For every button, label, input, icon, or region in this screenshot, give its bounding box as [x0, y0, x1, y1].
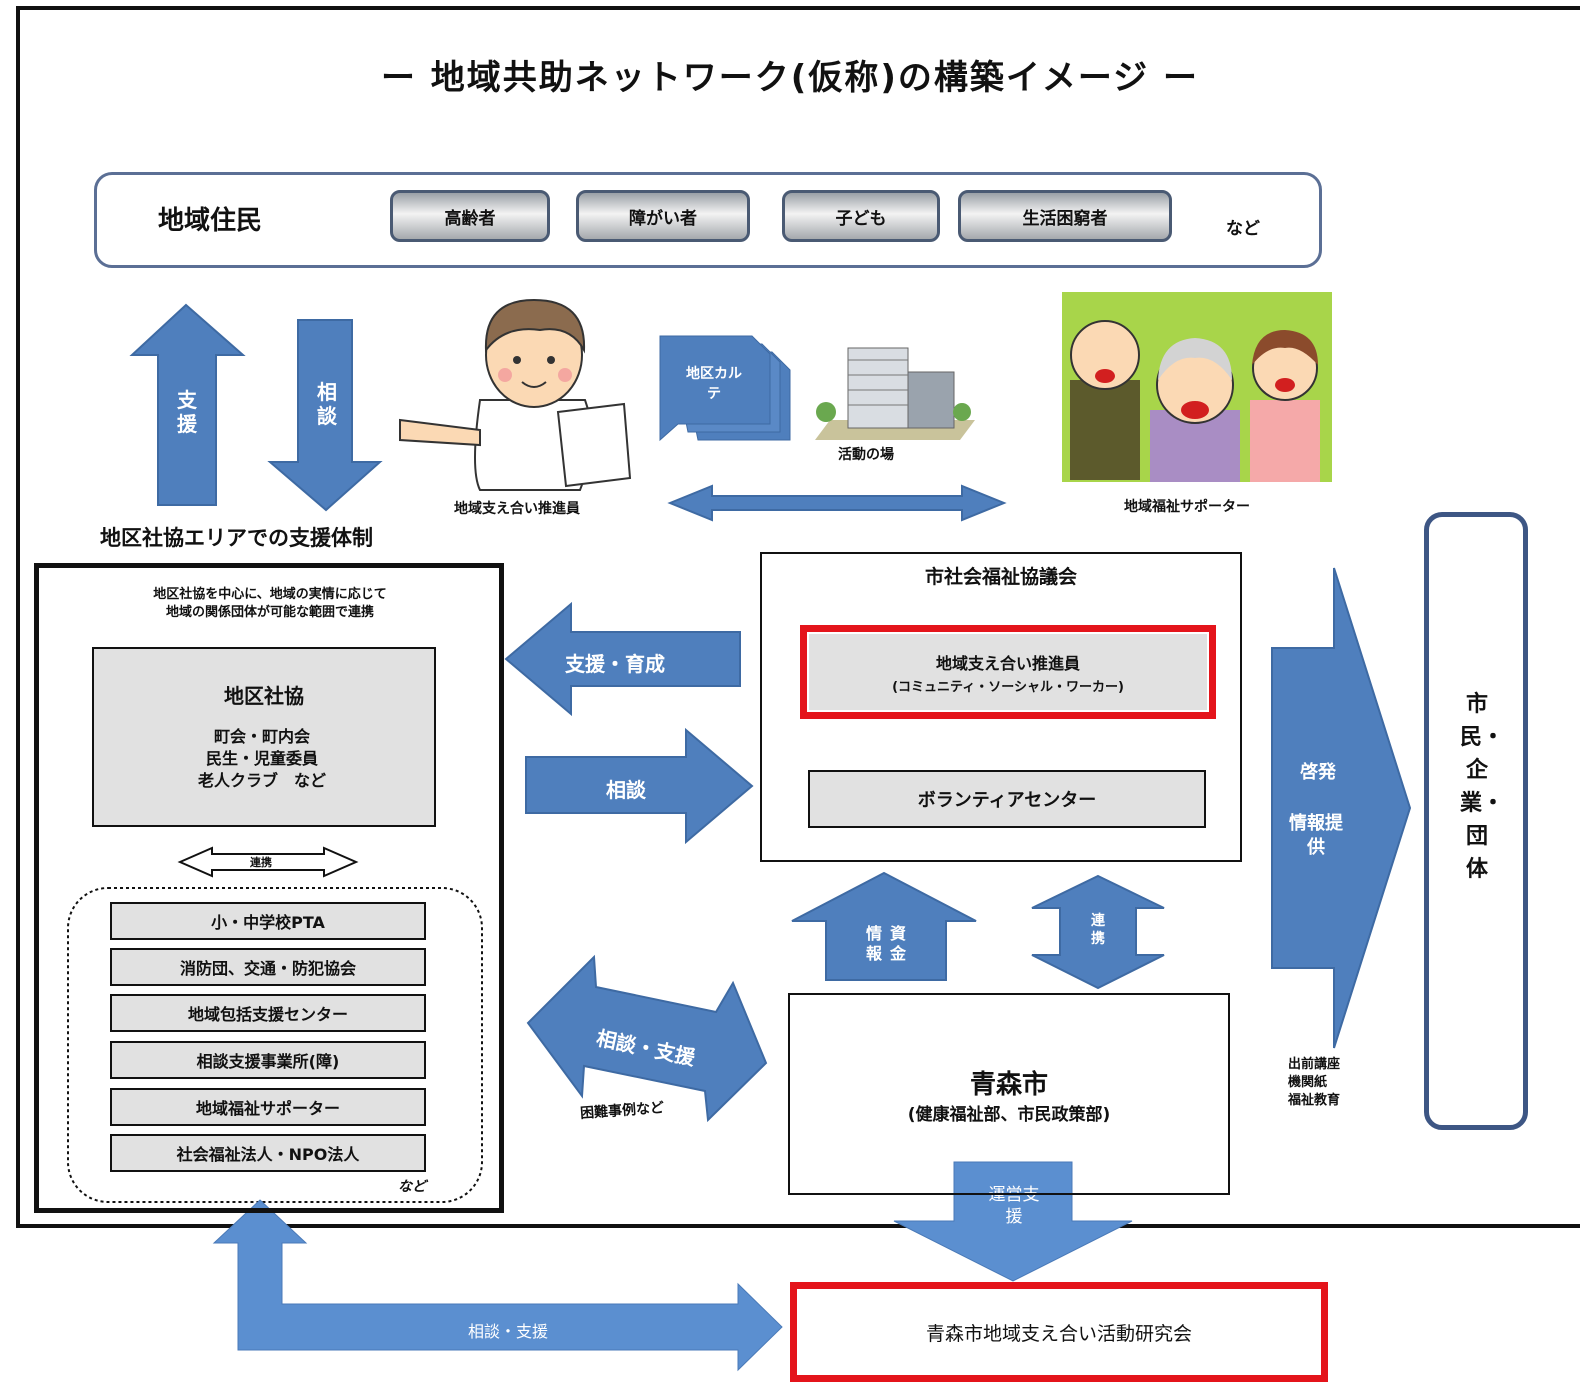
outreach-item: 出前講座	[1288, 1057, 1341, 1072]
org-item: 社会福祉法人・NPO法人	[110, 1134, 426, 1172]
info-funds-up-arrow	[791, 871, 977, 981]
chiku-shakyo-title: 地区社協	[224, 684, 304, 708]
chiku-member: 民生・児童委員	[205, 749, 318, 768]
area-heading: 地区社協エリアでの支援体制	[100, 526, 373, 550]
research-group-box: 青森市地域支え合い活動研究会	[790, 1282, 1328, 1382]
link-label: 連携	[250, 856, 272, 869]
left-box-intro-line1: 地区社協を中心に、地域の実情に応じて	[153, 587, 387, 602]
cooperation-vertical-arrow	[1031, 874, 1165, 990]
diagram-frame	[16, 6, 1580, 1228]
karte-label: 地区カルテ	[686, 366, 742, 402]
city-name: 青森市	[969, 1070, 1048, 1100]
orgs-suffix: など	[398, 1179, 426, 1195]
social-welfare-council-box	[760, 552, 1242, 862]
resident-group-needy: 生活困窮者	[958, 190, 1172, 242]
org-item: 消防団、交通・防犯協会	[110, 948, 426, 986]
district-support-box	[34, 563, 504, 1213]
supporter-caption: 地域福祉サポーター	[1124, 499, 1250, 515]
management-support-arrow	[893, 1161, 1133, 1282]
chiku-member: 町会・町内会	[213, 727, 310, 746]
info-label: 情報	[865, 924, 882, 963]
support-arrow-label: 支援	[177, 388, 197, 436]
building-illustration	[815, 347, 975, 440]
support-develop-label: 支援・育成	[565, 652, 665, 676]
chiku-member: 老人クラブ など	[197, 771, 326, 790]
citizens-box	[1424, 512, 1528, 1130]
aomori-city-box	[788, 993, 1230, 1195]
promoter-caption: 地域支え合い推進員	[454, 501, 580, 517]
chiku-members: 町会・町内会 民生・児童委員 老人クラブ など	[150, 726, 374, 792]
volunteer-center-box: ボランティアセンター	[808, 770, 1206, 828]
org-item: 相談支援事業所(障)	[110, 1041, 426, 1079]
council-title: 市社会福祉協議会	[924, 566, 1077, 588]
resident-group-disabled: 障がい者	[576, 190, 750, 242]
consult-arrow-label: 相談	[317, 380, 337, 428]
support-up-arrow	[129, 303, 246, 506]
enlighten-info-arrow	[1271, 567, 1412, 1049]
cooperation-label: 連携	[1091, 913, 1105, 947]
bottom-consult-support-label: 相談・支援	[467, 1322, 548, 1341]
consult-right-arrow	[525, 727, 754, 845]
promoter-subtitle: (コミュニティ・ソーシャル・ワーカー)	[892, 680, 1124, 695]
promoter-highlight	[800, 625, 1216, 719]
funds-label: 資金	[889, 924, 906, 963]
org-item: 小・中学校PTA	[110, 902, 426, 940]
management-support-label: 運営支援	[988, 1185, 1040, 1227]
org-item: 地域包括支援センター	[110, 994, 426, 1032]
outreach-item: 福祉教育	[1288, 1093, 1341, 1108]
supporters-illustration	[1062, 292, 1332, 482]
org-item: 地域福祉サポーター	[110, 1088, 426, 1126]
promoter-box	[809, 634, 1207, 710]
citizens-label: 市民・企業・団体	[1460, 692, 1505, 882]
residents-label: 地域住民	[158, 206, 263, 236]
activity-place-caption: 活動の場	[838, 447, 894, 463]
link-double-arrow	[177, 846, 359, 878]
outreach-item: 機関紙	[1288, 1075, 1328, 1090]
promoter-supporter-link-arrow	[667, 484, 1007, 522]
consult-support-double-arrow	[526, 954, 768, 1123]
support-develop-arrow	[504, 601, 741, 717]
info-provide-label: 情報提供	[1289, 813, 1343, 858]
promoter-title: 地域支え合い推進員	[935, 654, 1080, 673]
outreach-list: 出前講座 機関紙 福祉教育	[1288, 1056, 1340, 1110]
diagram-title: ー 地域共助ネットワーク(仮称)の構築イメージ ー	[380, 58, 1200, 98]
resident-group-children: 子ども	[782, 190, 940, 242]
left-box-intro: 地区社協を中心に、地域の実情に応じて 地域の関係団体が可能な範囲で連携	[40, 586, 500, 622]
consult-down-arrow	[267, 319, 383, 512]
left-box-intro-line2: 地域の関係団体が可能な範囲で連携	[165, 605, 374, 620]
residents-suffix: など	[1226, 219, 1260, 239]
district-karte-icon	[659, 335, 791, 442]
chiku-shakyo-box	[92, 647, 436, 827]
city-departments: (健康福祉部、市民政策部)	[907, 1105, 1111, 1125]
consult-label: 相談	[606, 778, 646, 802]
orgs-dotted-box	[67, 887, 483, 1203]
promoter-illustration	[399, 298, 632, 491]
enlighten-label: 啓発	[1300, 762, 1336, 783]
resident-group-elderly: 高齢者	[390, 190, 550, 242]
bottom-consult-support-arrow	[212, 1199, 783, 1372]
